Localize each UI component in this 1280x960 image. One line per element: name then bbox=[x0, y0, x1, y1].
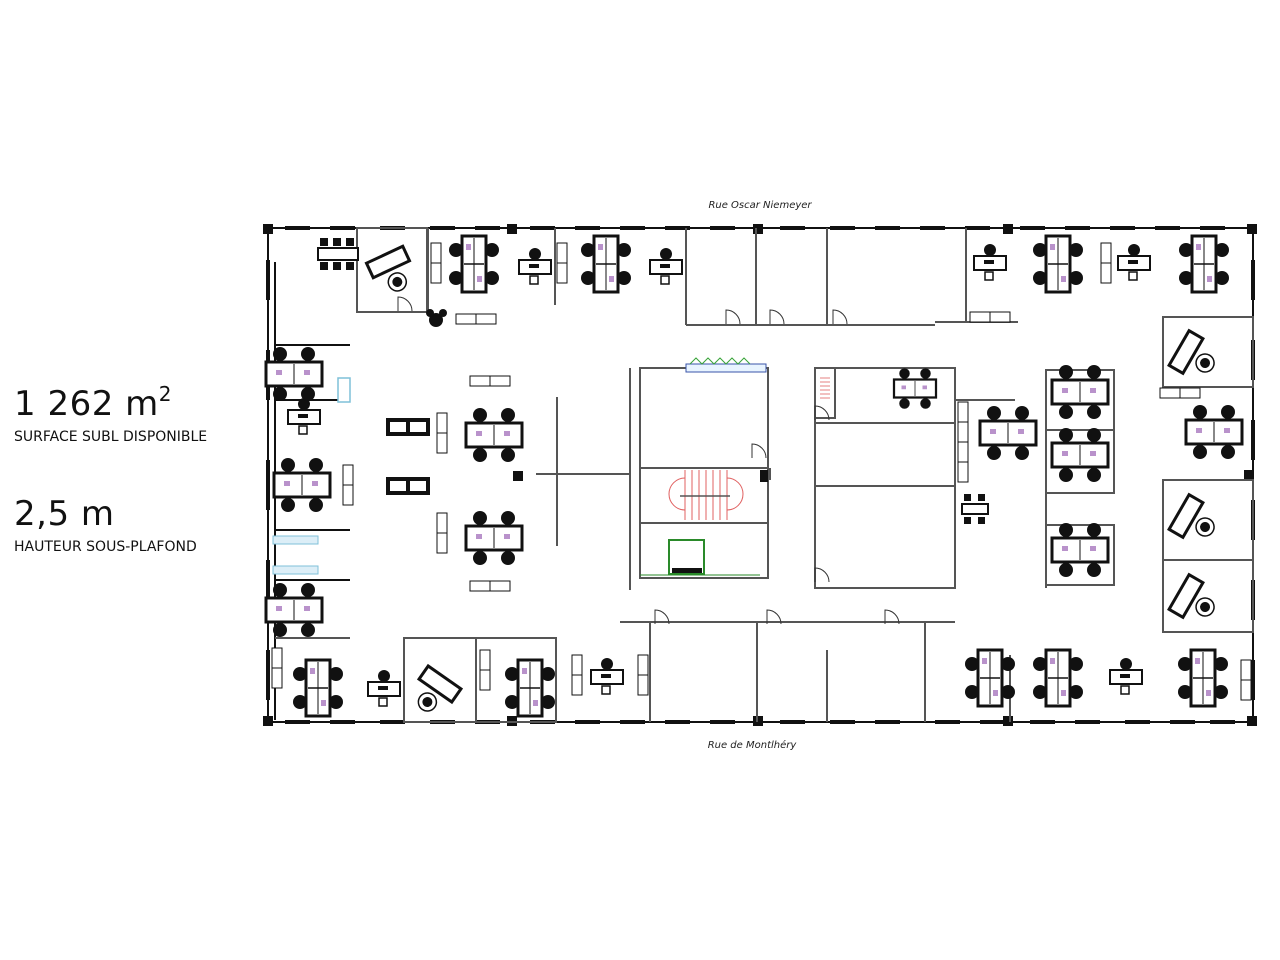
planter bbox=[685, 363, 767, 373]
street-label-south: Rue de Montlhéry bbox=[707, 740, 797, 751]
ceiling-height-stat: 2,5 m HAUTEUR SOUS-PLAFOND bbox=[14, 494, 197, 556]
plants-icon bbox=[689, 357, 751, 365]
stairs-icon bbox=[668, 470, 744, 520]
core-east bbox=[814, 367, 956, 589]
meeting-table bbox=[317, 238, 989, 524]
glazing bbox=[272, 535, 319, 545]
coffee-machine bbox=[337, 377, 351, 403]
plant-icon bbox=[426, 309, 447, 327]
east-offices bbox=[1045, 316, 1254, 633]
elevator-icon bbox=[640, 539, 760, 576]
lounge-sofas bbox=[386, 418, 430, 495]
surface-value: 1 262 m2 bbox=[14, 382, 172, 424]
stairs-icon bbox=[820, 377, 830, 399]
shaft bbox=[760, 470, 768, 482]
north-rooms bbox=[356, 227, 1018, 326]
ceiling-height-label: HAUTEUR SOUS-PLAFOND bbox=[14, 539, 197, 555]
glazing bbox=[272, 565, 319, 575]
surface-label: SURFACE SUBL DISPONIBLE bbox=[14, 429, 208, 445]
street-label-north: Rue Oscar Niemeyer bbox=[708, 200, 812, 211]
ceiling-height-value: 2,5 m bbox=[14, 494, 115, 534]
surface-stat: 1 262 m2 SURFACE SUBL DISPONIBLE bbox=[14, 374, 207, 446]
core-west bbox=[629, 367, 771, 590]
desk-pods bbox=[264, 243, 1151, 707]
